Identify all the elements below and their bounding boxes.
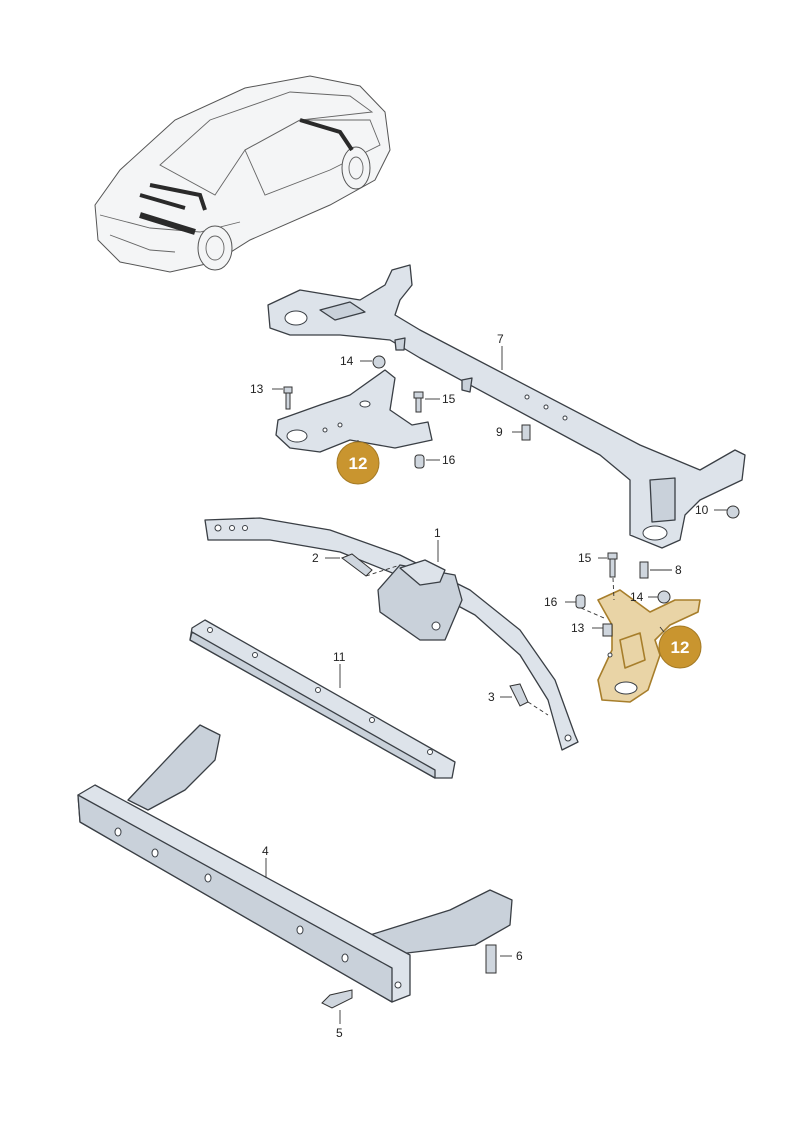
highlight-badge-12-left[interactable]: 12 xyxy=(336,440,380,485)
part-12-right-bracket-highlighted xyxy=(597,589,701,703)
part-7-upper-cross-member xyxy=(267,264,746,549)
callout-2: 2 xyxy=(312,551,319,565)
bolt-15-right-shank xyxy=(609,558,616,578)
part-12-left-bracket xyxy=(275,369,433,453)
bolt-15-left-head xyxy=(413,391,424,399)
callout-15-left: 15 xyxy=(442,392,456,406)
part-11-straight-bar xyxy=(189,619,456,779)
badge-12-left-label: 12 xyxy=(349,454,368,473)
callout-13-right: 13 xyxy=(571,621,585,635)
bolt-15-right-head xyxy=(607,552,618,560)
plug-16-right xyxy=(575,594,586,609)
bolt-13-left-shank xyxy=(285,392,291,410)
callout-7: 7 xyxy=(497,332,504,346)
bolt-13-right xyxy=(602,623,613,637)
callout-4: 4 xyxy=(262,844,269,858)
callout-9: 9 xyxy=(496,425,503,439)
callout-11: 11 xyxy=(333,650,346,664)
callout-16-left: 16 xyxy=(442,453,456,467)
nut-14-right xyxy=(657,590,671,604)
callout-6: 6 xyxy=(516,949,523,963)
callout-14-right: 14 xyxy=(630,590,644,604)
bolt-6 xyxy=(485,944,497,974)
nut-10 xyxy=(726,505,740,519)
callout-5: 5 xyxy=(336,1026,343,1040)
callout-15-right: 15 xyxy=(578,551,592,565)
plug-16-left xyxy=(414,454,425,469)
car-overview-illustration xyxy=(94,75,391,273)
callout-10: 10 xyxy=(695,503,709,517)
callout-16-right: 16 xyxy=(544,595,558,609)
bolt-2 xyxy=(340,553,373,577)
callout-8: 8 xyxy=(675,563,682,577)
highlight-badge-12-right[interactable]: 12 xyxy=(658,625,702,669)
callout-14-left: 14 xyxy=(340,354,354,368)
bolt-8 xyxy=(639,561,649,579)
bolt-3 xyxy=(509,683,529,707)
car-highlight-bar xyxy=(139,212,196,235)
fasteners xyxy=(283,355,740,1009)
part-1-curved-bracket xyxy=(204,517,579,751)
part-4-lower-cross-beam xyxy=(77,724,513,1003)
callout-labels: 7 1 2 3 4 5 6 8 9 10 11 13 13 14 14 15 1… xyxy=(250,332,709,1040)
leader-lines xyxy=(265,346,727,1024)
callout-3: 3 xyxy=(488,690,495,704)
nut-14-left xyxy=(372,355,386,369)
bolt-15-left-shank xyxy=(415,397,422,413)
bolt-13-left-head xyxy=(283,386,293,394)
callout-1: 1 xyxy=(434,526,441,540)
callout-13-left: 13 xyxy=(250,382,264,396)
badge-12-right-label: 12 xyxy=(671,638,690,657)
bolt-9 xyxy=(521,424,531,441)
bolt-5 xyxy=(321,989,353,1009)
